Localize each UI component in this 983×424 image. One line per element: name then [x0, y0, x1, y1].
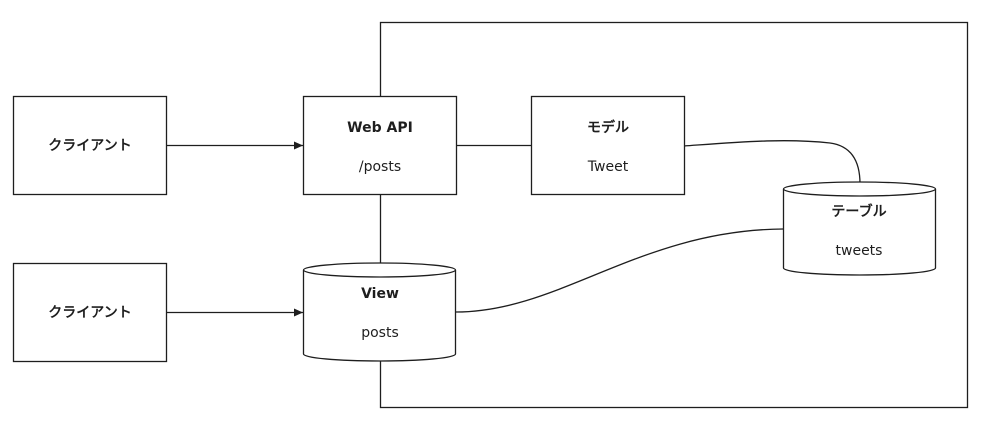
web-api-endpoint: /posts: [359, 159, 401, 175]
view-name: posts: [361, 325, 399, 341]
web-api-title: Web API: [347, 120, 413, 136]
view-title: View: [361, 286, 399, 302]
client-top-label: クライアント: [48, 138, 131, 154]
client-bottom-label: クライアント: [48, 305, 131, 321]
connector-view-to-table: [455, 228, 784, 313]
table-name: tweets: [836, 243, 883, 259]
model-title: モデル: [587, 119, 629, 136]
web-api-box: [302, 95, 458, 196]
client-bottom-box: [12, 262, 168, 363]
view-cylinder: [302, 262, 457, 362]
model-box: [530, 95, 686, 196]
server-boundary-frame: [379, 21, 969, 409]
model-name: Tweet: [587, 159, 629, 175]
table-cylinder: [782, 181, 937, 276]
table-title: テーブル: [831, 203, 886, 220]
client-top-box: [12, 95, 168, 196]
connector-model-to-table: [683, 140, 861, 185]
